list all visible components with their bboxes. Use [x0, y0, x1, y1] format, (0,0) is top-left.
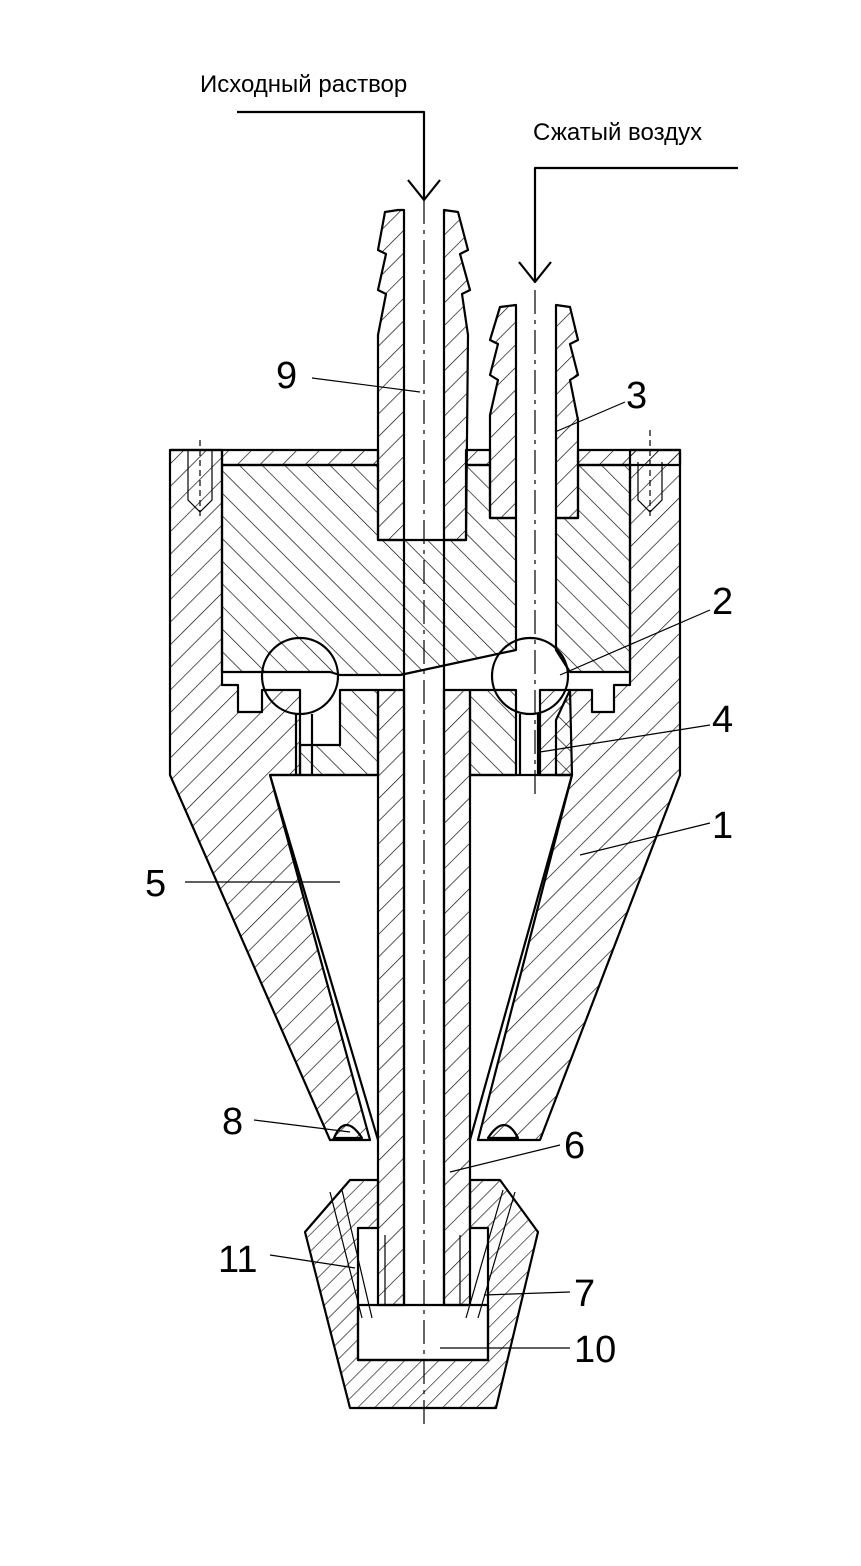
air-cone-cavity	[268, 773, 574, 1141]
callout-11: 11	[218, 1239, 257, 1281]
callout-9: 9	[276, 355, 297, 397]
solution-input-arrow	[237, 110, 441, 202]
solution-input-label: Исходный раствор	[200, 71, 407, 98]
air-fitting	[488, 303, 580, 520]
leader-lines	[185, 377, 711, 1349]
air-channels	[294, 714, 540, 775]
o-rings	[332, 1123, 520, 1140]
check-ball-left	[260, 636, 340, 716]
callout-8: 8	[222, 1101, 243, 1143]
callout-3: 3	[626, 375, 647, 417]
callout-4: 4	[712, 699, 733, 741]
nozzle-tip	[303, 1178, 540, 1410]
callout-6: 6	[564, 1125, 585, 1167]
solution-fitting	[376, 208, 472, 542]
housing-body	[168, 430, 682, 1142]
callout-1: 1	[712, 805, 733, 847]
air-input-arrow	[518, 166, 738, 284]
central-tube	[376, 210, 472, 1307]
inner-insert	[220, 463, 632, 777]
check-ball-right	[490, 636, 570, 716]
callout-10: 10	[574, 1329, 616, 1371]
callout-5: 5	[145, 863, 166, 905]
air-input-label: Сжатый воздух	[533, 119, 702, 146]
callout-2: 2	[712, 581, 733, 623]
callout-7: 7	[574, 1273, 595, 1315]
